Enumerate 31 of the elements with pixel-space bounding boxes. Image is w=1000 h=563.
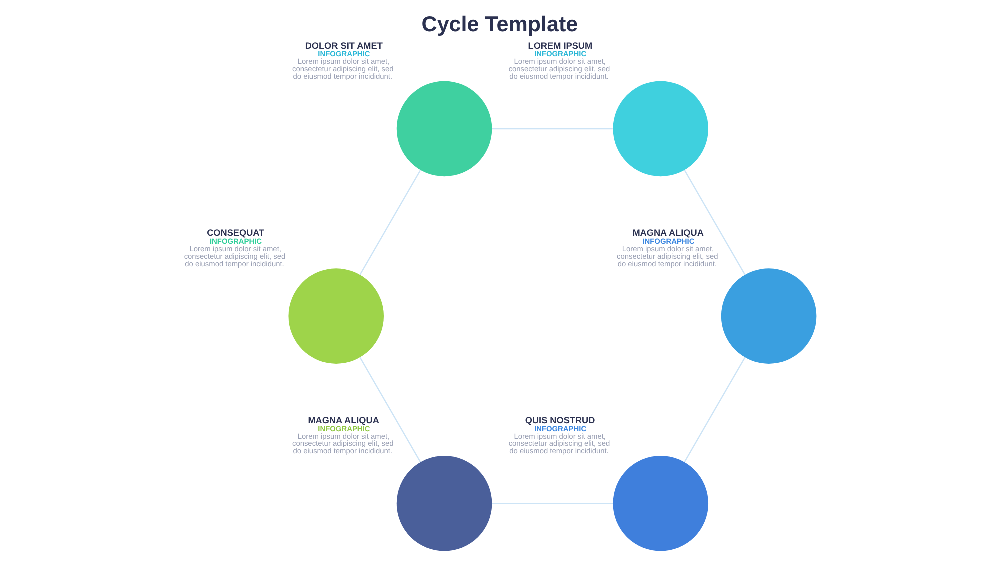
- node-label: CONSEQUAT: [206, 228, 264, 238]
- node-label: DOLOR SIT AMET: [304, 40, 382, 51]
- node-circle: [612, 456, 708, 552]
- node-circle: [720, 268, 816, 364]
- connector: [684, 170, 746, 276]
- node-label: INFOGRAPHIC: [318, 50, 370, 59]
- node-label: Lorem ipsum dolor sit amet, consectetur adipiscing elit, sed do eiusmod tempor incididunt.: [508, 57, 610, 81]
- node-circle: [612, 81, 708, 177]
- node-label: Lorem ipsum dolor sit amet, consectetur adipiscing elit, sed do eiusmod tempor incididunt.: [292, 432, 394, 456]
- node-label: Lorem ipsum dolor sit amet, consectetur adipiscing elit, sed do eiusmod tempor incididunt.: [292, 57, 394, 81]
- node-label: Lorem ipsum dolor sit amet, consectetur adipiscing elit, sed do eiusmod tempor incididunt.: [616, 244, 718, 268]
- node-label: INFOGRAPHIC: [642, 236, 694, 246]
- node-label: Lorem ipsum dolor sit amet, consectetur adipiscing elit, sed do eiusmod tempor incididunt.: [508, 432, 610, 456]
- connector: [684, 357, 746, 462]
- node-label: INFOGRAPHIC: [534, 424, 586, 434]
- node-label: MAGNA ALIQUA: [632, 228, 704, 238]
- connector: [492, 503, 613, 504]
- node-label: Lorem ipsum dolor sit amet, consectetur adipiscing elit, sed do eiusmod tempor incididunt.: [184, 244, 286, 268]
- node-circle: [288, 268, 384, 364]
- connector: [492, 128, 612, 130]
- diagram-title: Cycle Template: [421, 12, 578, 36]
- node-label: INFOGRAPHIC: [318, 424, 370, 434]
- node-label: QUIS NOSTRUD: [524, 416, 595, 426]
- node-label: MAGNA ALIQUA: [308, 416, 379, 426]
- node-label: INFOGRAPHIC: [534, 50, 586, 59]
- node-label: INFOGRAPHIC: [210, 236, 262, 246]
- node-circle: [396, 81, 492, 177]
- node-circle: [396, 456, 492, 552]
- connector: [359, 358, 421, 463]
- connector: [359, 170, 421, 276]
- node-label: LOREM IPSUM: [528, 40, 592, 51]
